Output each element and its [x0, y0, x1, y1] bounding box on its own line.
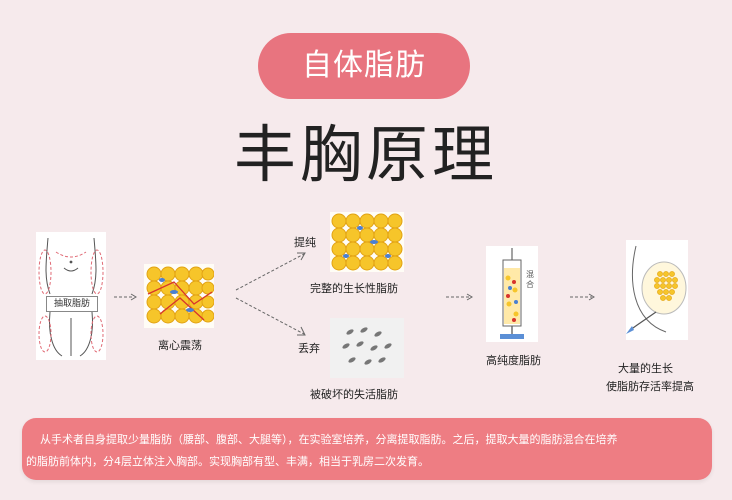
- healthy-fat-icon: [331, 213, 403, 271]
- arrow-down: [235, 297, 306, 336]
- breast-injection-icon: [626, 245, 687, 334]
- damaged-fat-label: 被破坏的失活脂肪: [310, 388, 398, 401]
- arrow-3: [446, 293, 473, 301]
- arrow-up: [235, 252, 306, 291]
- body-figure-icon: [38, 237, 104, 357]
- page-title: 丰胸原理: [233, 118, 498, 191]
- syringe-text: 混合: [526, 270, 534, 289]
- title-pill: 自体脂肪: [258, 33, 470, 99]
- discard-label: 丢弃: [298, 342, 320, 355]
- syringe-label: 高纯度脂肪: [486, 354, 541, 367]
- arrow-1: [114, 293, 137, 301]
- extraction-tag: 抽取脂肪: [46, 296, 98, 312]
- description-line-1: 从手术者自身提取少量脂肪（腰部、腹部、大腿等），在实验室培养，分离提取脂肪。之后…: [40, 433, 618, 446]
- damaged-fat-icon: [342, 327, 392, 365]
- result-line-1: 大量的生长: [618, 362, 673, 375]
- body-figure-panel: 抽取脂肪: [36, 232, 106, 360]
- centrifuge-fat-panel: [144, 264, 215, 328]
- result-line-2: 使脂肪存活率提高: [606, 380, 694, 393]
- description-line-2: 的脂肪前体内，分4层立体注入胸部。实现胸部有型、丰满，相当于乳房二次发育。: [26, 455, 429, 468]
- description-box: 从手术者自身提取少量脂肪（腰部、腹部、大腿等），在实验室培养，分离提取脂肪。之后…: [22, 418, 712, 480]
- damaged-fat-panel: [330, 318, 404, 378]
- syringe-icon: [500, 248, 524, 339]
- fat-cells-icon: [146, 266, 215, 324]
- purify-label: 提纯: [294, 236, 316, 249]
- healthy-fat-label: 完整的生长性脂肪: [310, 282, 398, 295]
- healthy-fat-panel: [330, 212, 404, 272]
- syringe-panel: 混合: [486, 246, 538, 342]
- breast-panel: [626, 240, 688, 340]
- centrifuge-label: 离心震荡: [158, 339, 202, 352]
- arrow-4: [570, 293, 595, 301]
